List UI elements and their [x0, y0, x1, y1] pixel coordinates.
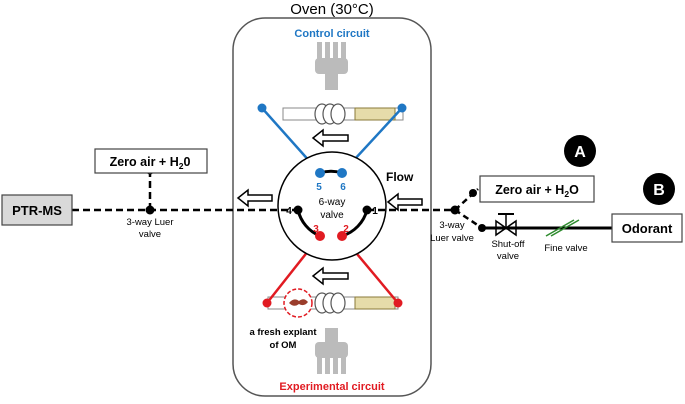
experimental-node-right [393, 298, 403, 308]
right-odorant-branch [454, 208, 483, 230]
badge-b-label: B [653, 182, 665, 199]
six-way-valve-label-line1: 6-way [319, 197, 346, 208]
valve-port-4-label: 4 [286, 206, 292, 217]
top-flow-fork-icon [315, 42, 348, 90]
explant-label-line1: a fresh explant [249, 327, 317, 338]
right-zero-air-node [469, 189, 477, 197]
right-luer-label-line1: 3-way [439, 220, 465, 231]
right-luer-label-line2: Luer valve [430, 233, 474, 244]
shutoff-valve-icon [495, 213, 517, 237]
six-way-valve [277, 151, 387, 261]
shutoff-label-line2: valve [497, 251, 519, 262]
valve-port-2-label: 2 [343, 224, 349, 235]
control-cartridge-icon [282, 103, 404, 125]
valve-port-6-label: 6 [340, 182, 346, 193]
valve-port-6-node [337, 168, 347, 178]
experimental-node-left [262, 298, 272, 308]
valve-port-1-label: 1 [372, 206, 378, 217]
bottom-flow-fork-icon [315, 328, 348, 374]
flow-label: Flow [386, 170, 414, 184]
zero-air-left-label: Zero air + H20 [110, 155, 191, 171]
experimental-flow-arrow-icon [311, 266, 349, 286]
control-node-right [397, 103, 407, 113]
experimental-circuit-label: Experimental circuit [279, 381, 384, 393]
valve-port-5-label: 5 [316, 182, 322, 193]
valve-port-2-node [337, 231, 347, 241]
badge-a-label: A [574, 144, 586, 161]
zero-air-left-box [94, 148, 208, 174]
shutoff-label-line1: Shut-off [491, 239, 524, 250]
explant-label-line2: of OM [270, 340, 297, 351]
left-flow-arrow-icon [236, 188, 273, 208]
control-circuit-label: Control circuit [294, 28, 370, 40]
ptrms-label: PTR-MS [12, 203, 62, 218]
valve-port-3-node [315, 231, 325, 241]
explant-tissue-icon [289, 299, 308, 306]
zero-air-right-label: Zero air + H2O [495, 183, 579, 199]
six-way-valve-label-line2: valve [320, 210, 344, 221]
left-luer-label-line1: 3-way Luer [127, 217, 174, 228]
badge-a [564, 135, 596, 167]
valve-port-3-label: 3 [313, 224, 319, 235]
left-luer-label-line2: valve [139, 229, 161, 240]
fine-valve-icon [545, 219, 580, 237]
zero-air-right-box [479, 175, 595, 203]
odorant-label: Odorant [622, 221, 673, 236]
badge-b [643, 173, 675, 205]
oven-chamber [232, 17, 432, 397]
valve-port-5-node [315, 168, 325, 178]
control-node-left [257, 103, 267, 113]
control-flow-arrow-icon [311, 128, 349, 148]
oven-title: Oven (30°C) [290, 1, 374, 18]
fine-valve-label: Fine valve [544, 243, 587, 254]
ptrms-box [1, 194, 73, 226]
right-flow-arrow-icon [386, 192, 423, 212]
odorant-box [611, 213, 683, 243]
